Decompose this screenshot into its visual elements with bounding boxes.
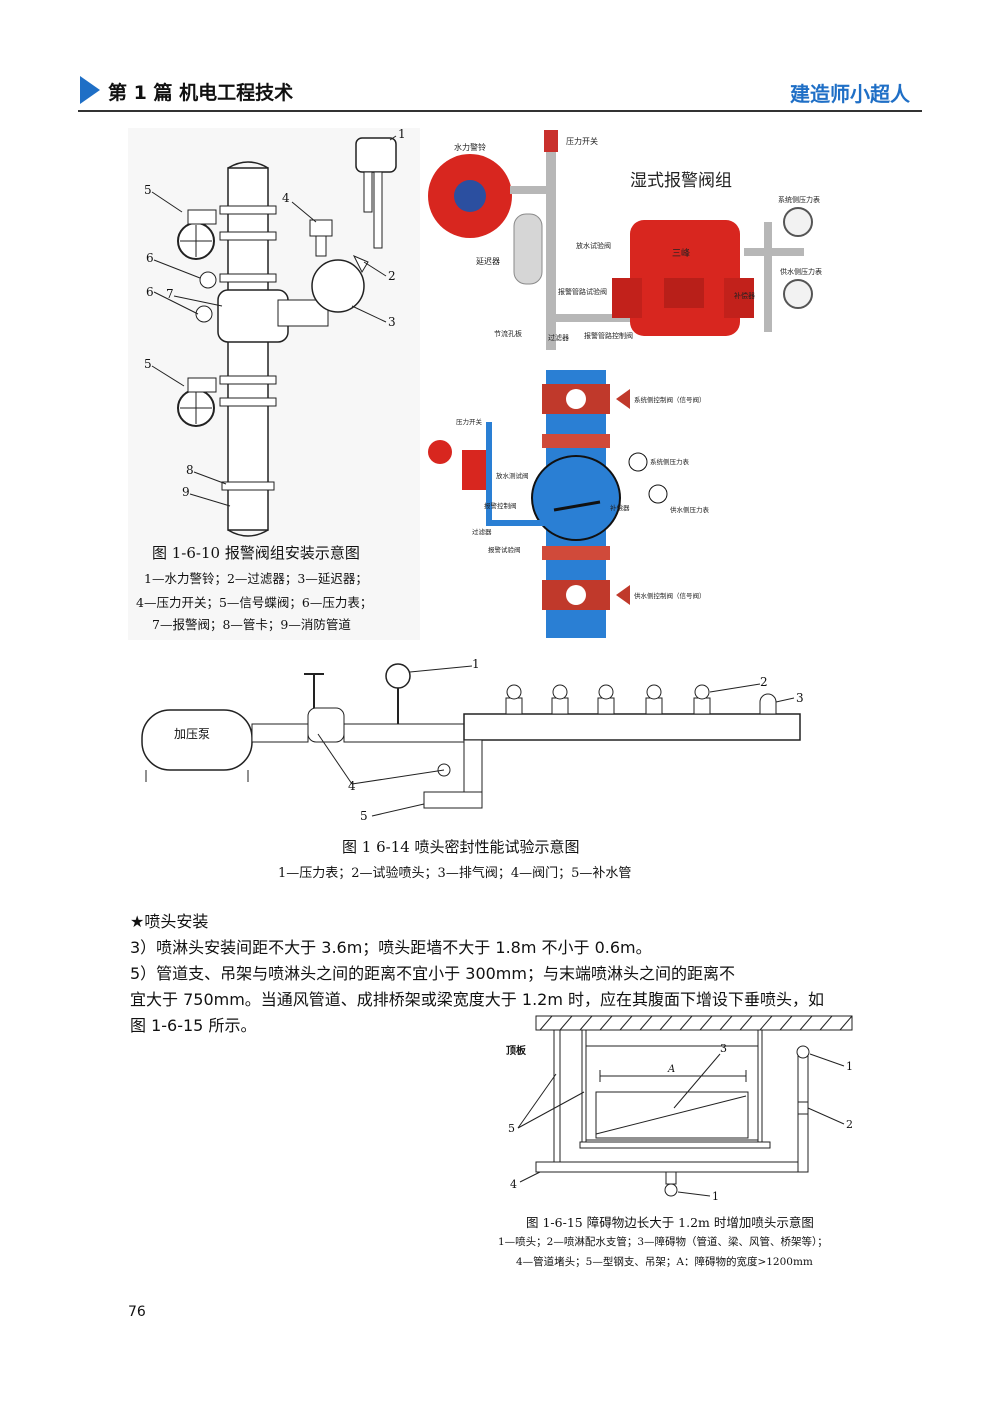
fig-1-6-10-caption: 图 1-6-10 报警阀组安装示意图 bbox=[152, 544, 360, 562]
photo-label-supply-gauge: 供水侧压力表 bbox=[780, 267, 822, 276]
wet-alarm-valve-illustration: 水力警铃 压力开关 延迟器 三峰 湿式报警阀组 系统侧压力表 供水侧压力表 补偿… bbox=[424, 128, 834, 366]
fig14-callout-4: 4 bbox=[348, 779, 356, 793]
callout-3: 3 bbox=[388, 315, 396, 329]
alarm-valve-schematic: 系统侧控制阀（信号阀） 供水侧控制阀（信号阀） 系统侧压力表 供水侧压力表 补偿… bbox=[424, 370, 734, 638]
fig-1-6-15-legend-1: 1—喷头；2—喷淋配水支管；3—障碍物（管道、梁、风管、桥架等）； bbox=[498, 1236, 828, 1248]
fig14-callout-1: 1 bbox=[472, 658, 480, 671]
schem-label-pswitch: 压力开关 bbox=[456, 417, 483, 426]
brand-name: 建造师小超人 bbox=[790, 82, 910, 106]
schematic-drawing: 系统侧控制阀（信号阀） 供水侧控制阀（信号阀） 系统侧压力表 供水侧压力表 补偿… bbox=[424, 370, 734, 638]
callout-9: 9 bbox=[182, 485, 190, 499]
dim-label-a: A bbox=[667, 1064, 675, 1075]
photo-label-sys-gauge: 系统侧压力表 bbox=[778, 195, 820, 204]
fig14-callout-5: 5 bbox=[360, 809, 368, 823]
fig-1-6-10-legend-3: 7—报警阀；8—管卡；9—消防管道 bbox=[152, 617, 351, 632]
photo-label-filter: 过滤器 bbox=[548, 333, 569, 342]
callout-8: 8 bbox=[186, 463, 194, 477]
text-line-2: 5）管道支、吊架与喷淋头之间的距离不宜小于 300mm；与末端喷淋头之间的距离不 bbox=[130, 964, 735, 983]
callout-4: 4 bbox=[282, 191, 290, 205]
text-line-4: 图 1-6-15 所示。 bbox=[130, 1016, 257, 1035]
schem-label-sys-ctrl: 系统侧控制阀（信号阀） bbox=[634, 395, 706, 404]
fig-1-6-14-legend: 1—压力表；2—试验喷头；3—排气阀；4—阀门；5—补水管 bbox=[278, 866, 632, 881]
wet-alarm-valve-photo: 水力警铃 压力开关 延迟器 三峰 湿式报警阀组 系统侧压力表 供水侧压力表 补偿… bbox=[424, 128, 834, 366]
schem-label-sys-gauge: 系统侧压力表 bbox=[650, 457, 690, 466]
callout-5b: 5 bbox=[144, 357, 152, 371]
photo-label-brand: 三峰 bbox=[672, 248, 690, 259]
seal-test-drawing: 加压泵 1 2 3 bbox=[141, 658, 804, 823]
callout-1: 1 bbox=[398, 128, 406, 141]
photo-label-alarm-ctrl: 报警管路控制阀 bbox=[584, 331, 633, 340]
figure-1-6-10: 1 2 3 4 5 6 6 7 5 8 9 图 1-6-10 报警阀组安装示意图… bbox=[128, 128, 420, 640]
fig15-callout-1b: 1 bbox=[712, 1190, 719, 1203]
text-line-3: 宜大于 750mm。当通风管道、成排桥架或梁宽度大于 1.2m 时，应在其腹面下… bbox=[130, 990, 825, 1009]
section-heading: ★喷头安装 bbox=[130, 912, 209, 931]
photo-title: 湿式报警阀组 bbox=[630, 171, 732, 191]
photo-label-orifice: 节流孔板 bbox=[494, 329, 522, 338]
fig15-callout-5: 5 bbox=[508, 1122, 515, 1135]
schem-label-filter: 过滤器 bbox=[472, 527, 492, 536]
text-line-1: 3）喷淋头安装间距不大于 3.6m；喷头距墙不大于 1.8m 不小于 0.6m。 bbox=[130, 938, 652, 957]
schem-label-alarm-ctrl: 报警控制阀 bbox=[484, 501, 517, 510]
fig15-callout-3: 3 bbox=[720, 1042, 727, 1055]
fig15-callout-1a: 1 bbox=[846, 1060, 853, 1073]
callout-2: 2 bbox=[388, 269, 396, 283]
fig-1-6-15-legend-2: 4—管道堵头；5—型钢支、吊架；A：障碍物的宽度>1200mm bbox=[516, 1256, 813, 1268]
schem-label-drain-test: 放水测试阀 bbox=[496, 471, 529, 480]
fig-1-6-14-caption: 图 1 6-14 喷头密封性能试验示意图 bbox=[342, 838, 580, 856]
schem-label-compensator: 补偿器 bbox=[610, 503, 630, 512]
callout-5a: 5 bbox=[144, 183, 152, 197]
obstruction-sprinkler-drawing: 顶板 A 1 2 3 4 5 1 bbox=[506, 1015, 853, 1203]
header-rule bbox=[78, 110, 922, 112]
fig-1-6-10-legend-2: 4—压力开关；5—信号蝶阀；6—压力表； bbox=[136, 595, 373, 610]
schem-label-supply-gauge: 供水侧压力表 bbox=[670, 505, 710, 514]
fig14-callout-3: 3 bbox=[796, 691, 804, 705]
fig-1-6-15-caption: 图 1-6-15 障碍物边长大于 1.2m 时增加喷头示意图 bbox=[526, 1215, 814, 1230]
schem-label-supply-ctrl: 供水侧控制阀（信号阀） bbox=[634, 591, 706, 600]
photo-label-pswitch: 压力开关 bbox=[566, 136, 598, 146]
fig14-callout-2: 2 bbox=[760, 675, 768, 689]
photo-label-delay: 延迟器 bbox=[476, 256, 500, 266]
chapter-title: 第 1 篇 机电工程技术 bbox=[108, 82, 294, 104]
callout-6b: 6 bbox=[146, 285, 154, 299]
fig15-callout-4: 4 bbox=[510, 1178, 517, 1191]
fig-1-6-10-legend-1: 1—水力警铃；2—过滤器；3—延迟器； bbox=[144, 571, 368, 586]
page-number: 76 bbox=[128, 1304, 146, 1320]
callout-6a: 6 bbox=[146, 251, 154, 265]
photo-label-compensator: 补偿器 bbox=[734, 291, 755, 300]
photo-label-bell: 水力警铃 bbox=[454, 142, 486, 152]
pump-label: 加压泵 bbox=[174, 727, 210, 741]
callout-7: 7 bbox=[166, 287, 174, 301]
photo-label-alarm-test: 报警管路试验阀 bbox=[558, 287, 607, 296]
ceiling-label: 顶板 bbox=[506, 1044, 527, 1057]
alarm-valve-drawing: 1 2 3 4 5 6 6 7 5 8 9 bbox=[128, 128, 420, 640]
header-arrow-icon bbox=[80, 76, 100, 104]
fig15-callout-2: 2 bbox=[846, 1118, 853, 1131]
figure-1-6-14: 加压泵 1 2 3 bbox=[128, 658, 828, 884]
photo-label-drain-test: 放水试验阀 bbox=[576, 241, 611, 250]
schem-label-alarm-test: 报警试验阀 bbox=[488, 545, 521, 554]
figure-1-6-15: 顶板 A 1 2 3 4 5 1 bbox=[496, 1012, 874, 1272]
